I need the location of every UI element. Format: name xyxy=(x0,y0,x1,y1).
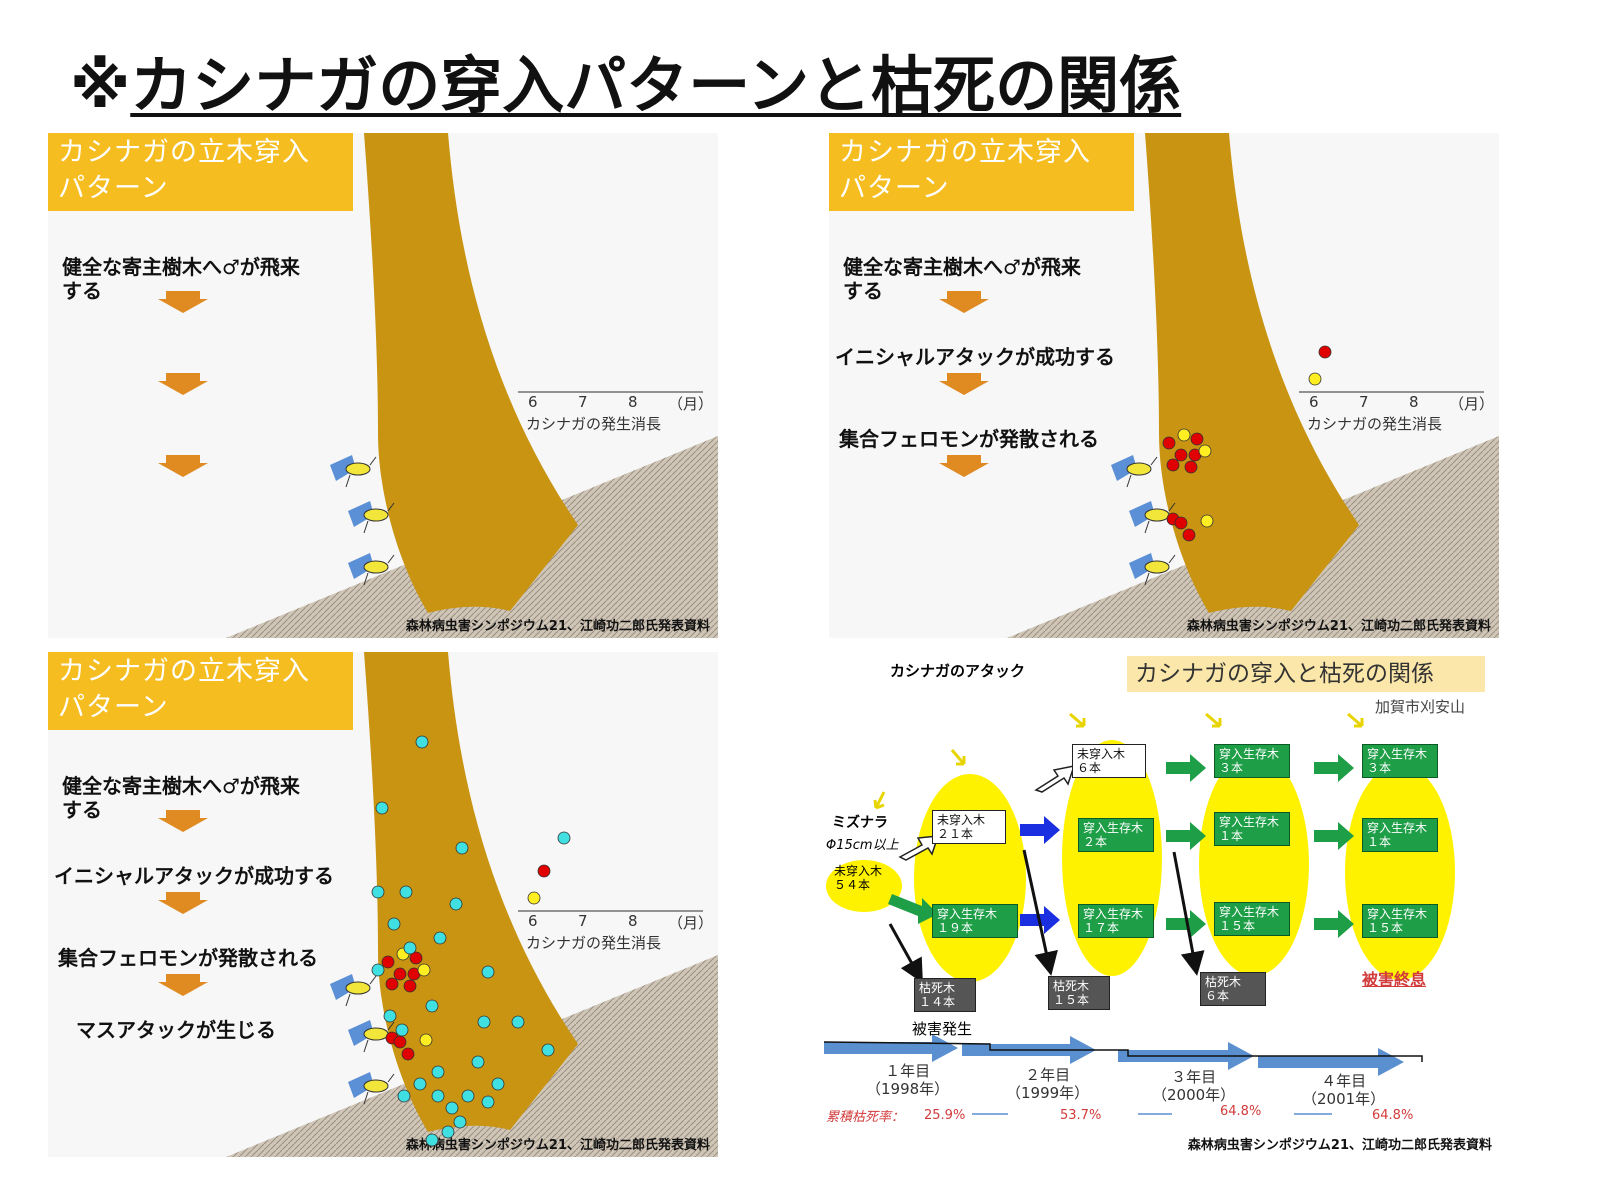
relation-header: カシナガの穿入と枯死の関係 xyxy=(1127,656,1485,692)
attack-dot xyxy=(394,968,406,980)
attack-dot xyxy=(376,802,388,814)
attack-dot xyxy=(456,842,468,854)
attack-dot xyxy=(492,1078,504,1090)
attack-dot xyxy=(404,980,416,992)
attack-dot xyxy=(446,1102,458,1114)
year-1: １年目（1998年） xyxy=(866,1062,949,1098)
year4-ellipse xyxy=(1345,764,1455,980)
survivor-box-y3a: 穿入生存木 ３本 xyxy=(1214,744,1290,778)
attack-dot xyxy=(478,1016,490,1028)
attack-dot xyxy=(1183,529,1195,541)
survivor-box-y2a: 穿入生存木 ２本 xyxy=(1078,818,1154,852)
year-3: ３年目（2000年） xyxy=(1152,1068,1235,1104)
attack-dots xyxy=(829,133,1499,638)
year-4: ４年目（2001年） xyxy=(1302,1072,1385,1108)
place-label: 加賀市刈安山 xyxy=(1375,696,1465,717)
attack-dot xyxy=(1167,459,1179,471)
attack-dot xyxy=(372,886,384,898)
attack-dot xyxy=(432,1066,444,1078)
dead-box-y1: 枯死木 １４本 xyxy=(914,978,976,1012)
legend-red-dot xyxy=(538,865,550,877)
legend-yellow-dot xyxy=(528,892,540,904)
attack-dot xyxy=(482,966,494,978)
survivor-box-y3b: 穿入生存木 １本 xyxy=(1214,812,1290,846)
credit-text: 森林病虫害シンポジウム21、江崎功二郎氏発表資料 xyxy=(1188,1134,1492,1153)
attack-dot xyxy=(386,978,398,990)
attack-dot xyxy=(1163,437,1175,449)
rate-y3: 64.8% xyxy=(1220,1104,1261,1119)
attack-dot xyxy=(442,1126,454,1138)
attack-dot xyxy=(472,1056,484,1068)
attack-dot xyxy=(1175,449,1187,461)
attack-dot xyxy=(394,1036,406,1048)
attack-dot xyxy=(432,1090,444,1102)
attack-dot xyxy=(400,886,412,898)
attack-dot xyxy=(1185,461,1197,473)
attack-dot xyxy=(388,918,400,930)
start-box: 未穿入木 ５４本 xyxy=(830,862,886,894)
attack-dot xyxy=(454,1116,466,1128)
attack-dot xyxy=(482,1096,494,1108)
species-label: ミズナラ xyxy=(832,812,888,832)
attack-dots xyxy=(48,652,718,1157)
attack-dots xyxy=(48,133,718,638)
rate-y2: 53.7% xyxy=(1060,1108,1101,1123)
damage-start-label: 被害発生 xyxy=(912,1018,972,1039)
attack-dot xyxy=(426,1134,438,1146)
survivor-box-y2b: 穿入生存木 １７本 xyxy=(1078,904,1154,938)
attack-dot xyxy=(1201,515,1213,527)
survivor-box-y4a: 穿入生存木 ３本 xyxy=(1362,744,1438,778)
legend-cyan-dot xyxy=(558,832,570,844)
survivor-box-y4c: 穿入生存木 １５本 xyxy=(1362,904,1438,938)
attack-dot xyxy=(404,942,416,954)
panel-attack-death-relation: カシナガの穿入と枯死の関係 カシナガのアタック 加賀市刈安山 ミズナラ Φ15c… xyxy=(822,652,1500,1157)
survivor-box-y3c: 穿入生存木 １５本 xyxy=(1214,902,1290,936)
attack-label: カシナガのアタック xyxy=(890,660,1025,681)
attack-dot xyxy=(434,932,446,944)
rate-y1: 25.9% xyxy=(924,1108,965,1123)
attack-dot xyxy=(542,1044,554,1056)
dead-box-y2: 枯死木 １５本 xyxy=(1048,976,1110,1010)
attack-dot xyxy=(418,964,430,976)
attack-dot xyxy=(462,1090,474,1102)
year3-ellipse xyxy=(1199,752,1309,976)
panel-pattern-step1: カシナガの立木穿入 パターン健全な寄主樹木へ♂が飛来 する678（月）カシナガの… xyxy=(48,133,718,638)
attack-dot xyxy=(396,1024,408,1036)
untouched-box-1: 未穿入木 ２１本 xyxy=(932,810,1006,844)
legend-yellow-dot xyxy=(1309,373,1321,385)
attack-dot xyxy=(384,1010,396,1022)
untouched-box-2: 未穿入木 ６本 xyxy=(1072,744,1146,778)
attack-dot xyxy=(382,956,394,968)
attack-dot xyxy=(1191,433,1203,445)
page-title: ※カシナガの穿入パターンと枯死の関係 xyxy=(70,55,1181,117)
dead-box-y3: 枯死木 ６本 xyxy=(1200,972,1266,1006)
panel-pattern-step2: カシナガの立木穿入 パターン健全な寄主樹木へ♂が飛来 するイニシャルアタックが成… xyxy=(829,133,1499,638)
attack-dot xyxy=(402,1048,414,1060)
damage-end-label: 被害終息 xyxy=(1362,966,1426,990)
attack-dot xyxy=(372,964,384,976)
title-mark: ※ xyxy=(70,49,130,122)
attack-dot xyxy=(1178,429,1190,441)
legend-red-dot xyxy=(1319,346,1331,358)
dbh-label: Φ15cm以上 xyxy=(826,834,899,853)
title-text: カシナガの穿入パターンと枯死の関係 xyxy=(130,49,1181,122)
cum-death-label: 累積枯死率： xyxy=(826,1106,904,1125)
rate-y4: 64.8% xyxy=(1372,1108,1413,1123)
attack-dot xyxy=(414,1078,426,1090)
attack-dot xyxy=(450,898,462,910)
survivor-box-y4b: 穿入生存木 １本 xyxy=(1362,818,1438,852)
survivor-box-y1: 穿入生存木 １９本 xyxy=(932,904,1018,938)
attack-dot xyxy=(416,736,428,748)
year-2: ２年目（1999年） xyxy=(1006,1066,1089,1102)
attack-dot xyxy=(1175,517,1187,529)
attack-dot xyxy=(1199,445,1211,457)
attack-dot xyxy=(512,1016,524,1028)
year1-ellipse xyxy=(914,774,1026,982)
attack-dot xyxy=(398,1090,410,1102)
attack-dot xyxy=(426,1000,438,1012)
panel-pattern-step3: カシナガの立木穿入 パターン健全な寄主樹木へ♂が飛来 するイニシャルアタックが成… xyxy=(48,652,718,1157)
attack-dot xyxy=(420,1034,432,1046)
